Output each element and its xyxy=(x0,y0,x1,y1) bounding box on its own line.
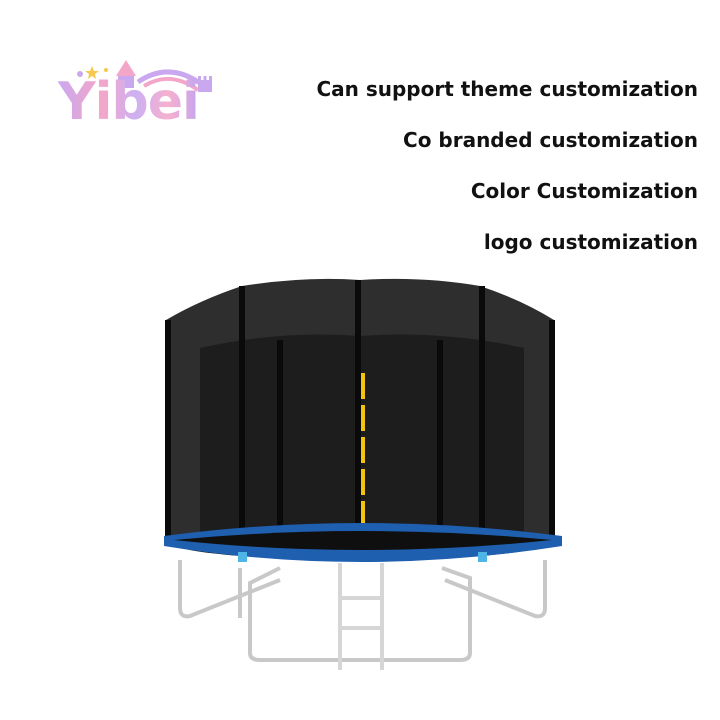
feature-taglines: Can support theme customization Co brand… xyxy=(316,74,698,278)
brand-wordmark: Yibei xyxy=(58,72,200,132)
brand-logo: Yibei xyxy=(58,52,218,136)
trampoline-legs xyxy=(178,560,547,662)
tagline-co-branded: Co branded customization xyxy=(403,128,698,152)
trampoline-image xyxy=(160,278,565,678)
castle-arch-icon xyxy=(77,60,212,92)
ladder xyxy=(338,563,384,670)
net-poles xyxy=(165,280,555,552)
tagline-color: Color Customization xyxy=(470,179,698,203)
tagline-logo: logo customization xyxy=(483,230,698,254)
tagline-theme: Can support theme customization xyxy=(316,77,698,101)
